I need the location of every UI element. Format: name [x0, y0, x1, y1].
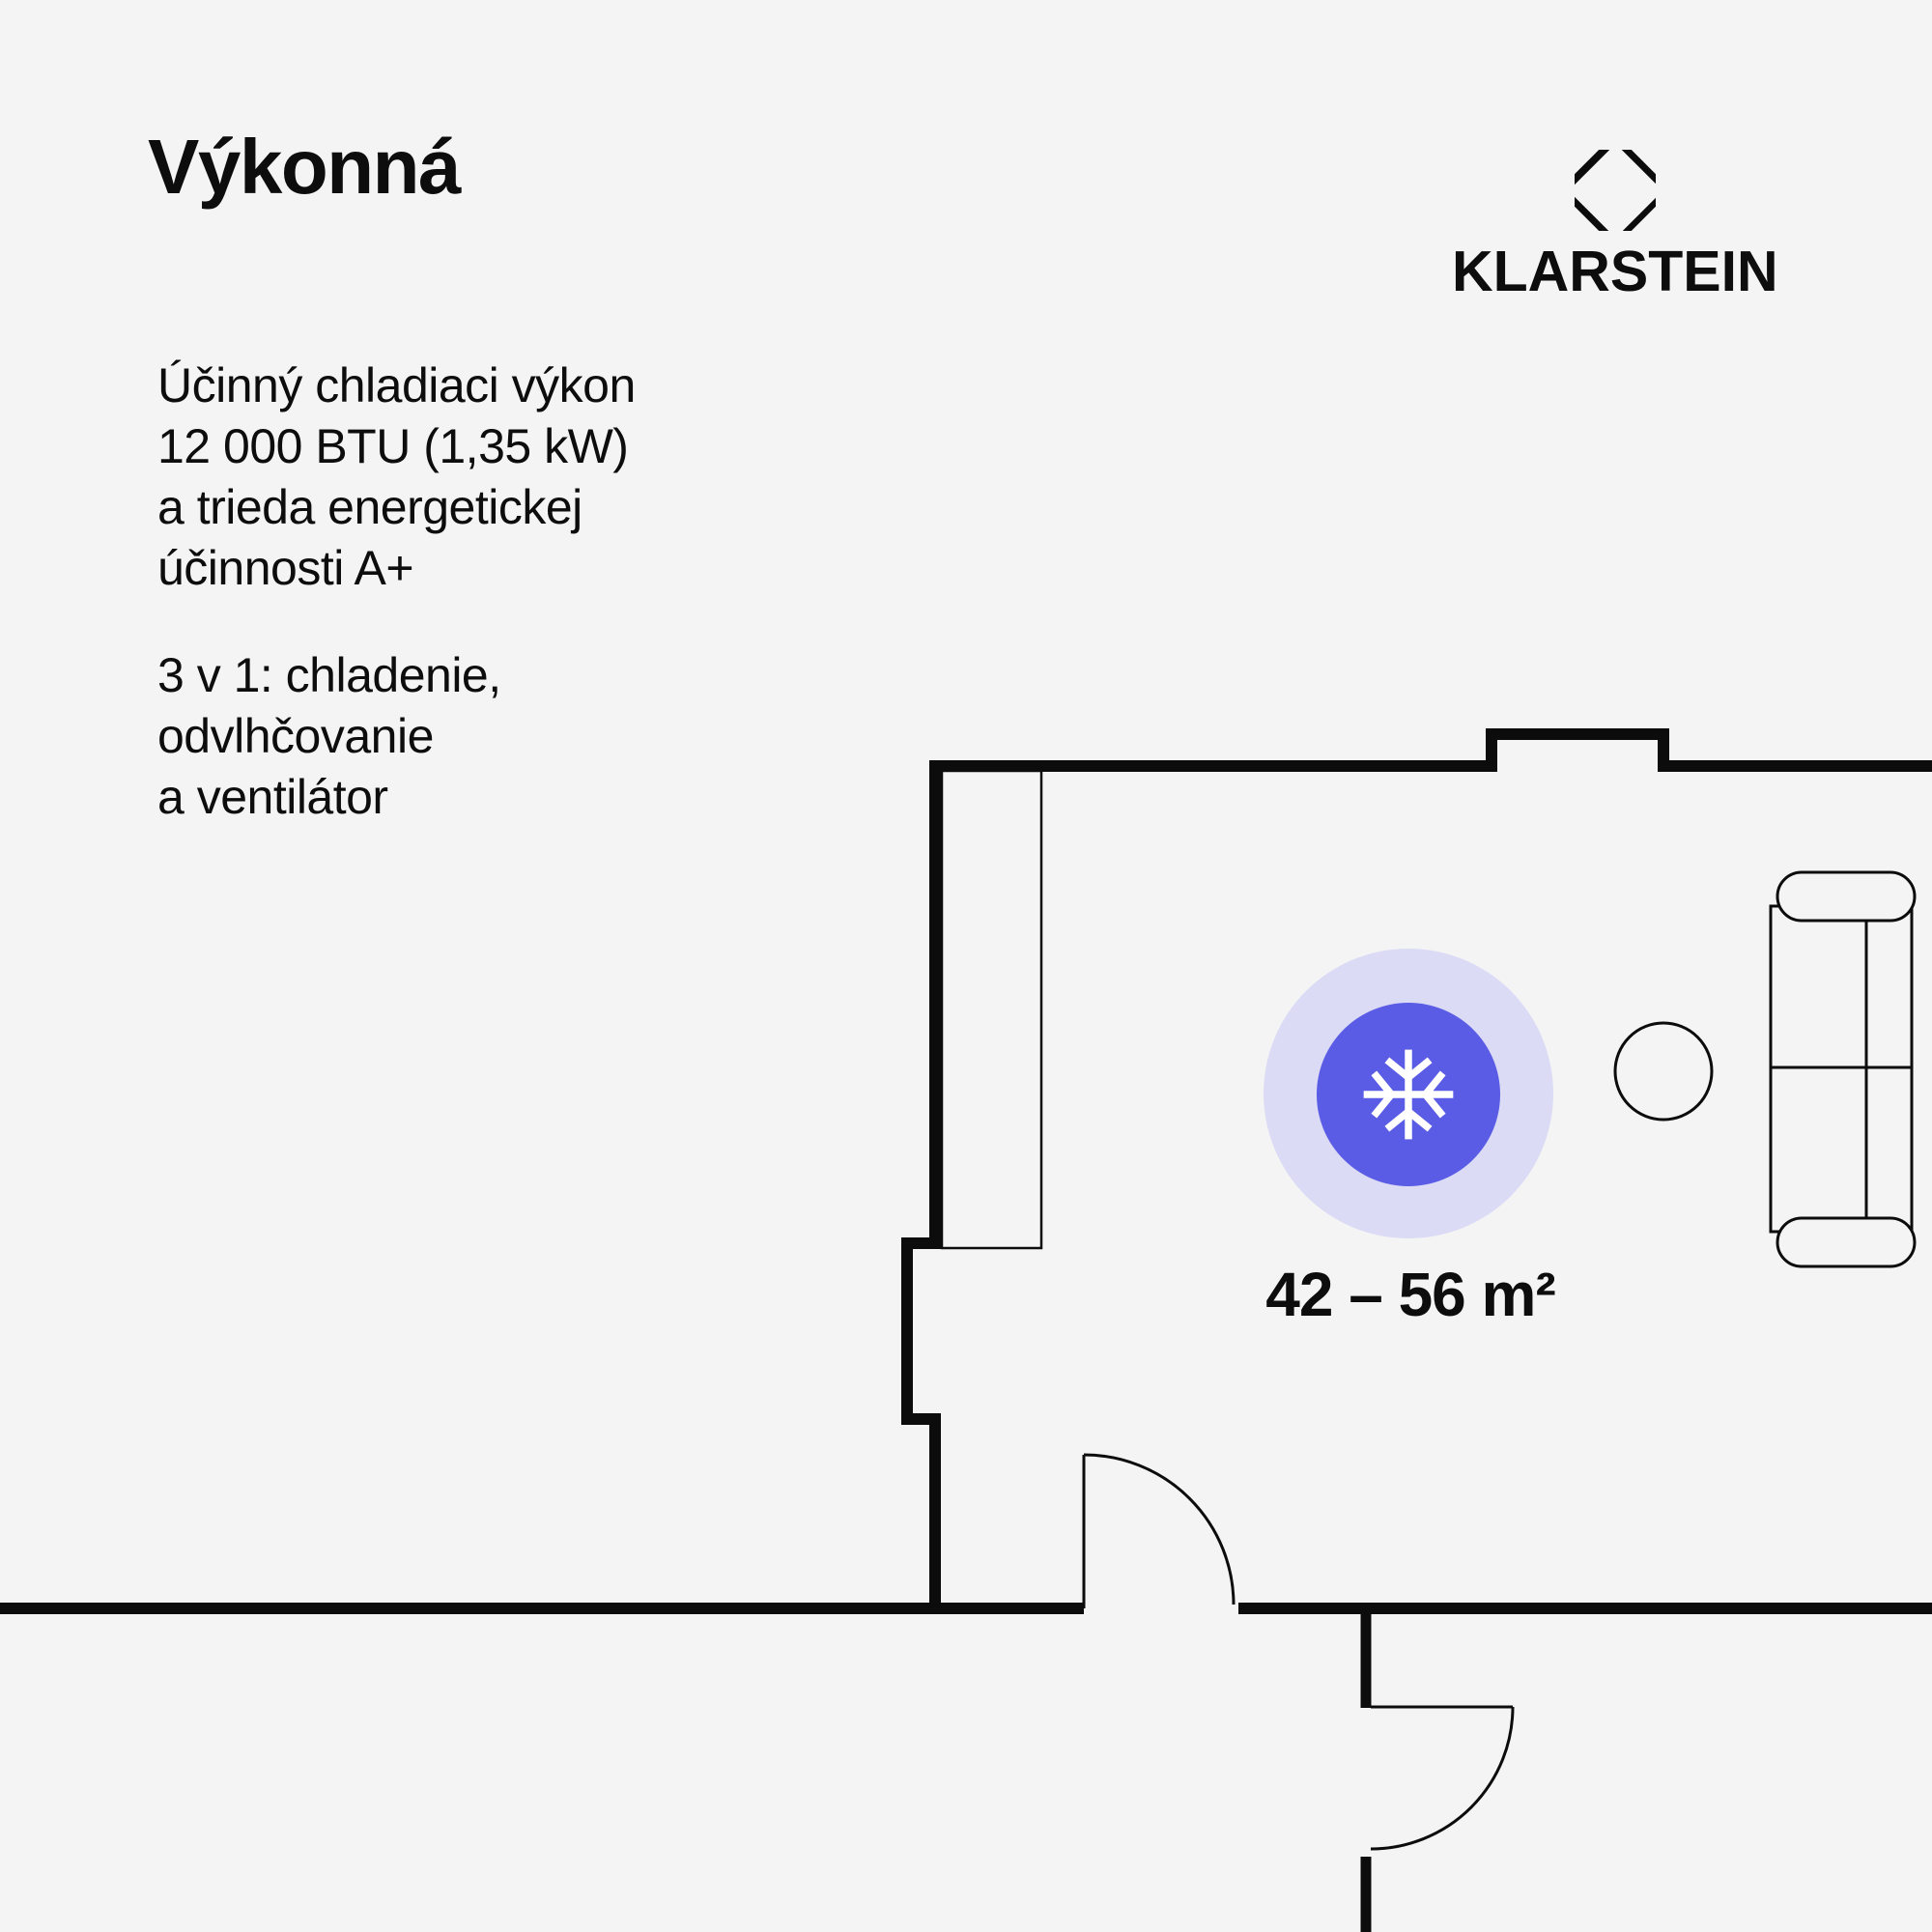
description-line: a trieda energetickej [157, 480, 582, 534]
wall-left-stepped [901, 760, 941, 1614]
sofa-armrest-bottom [1776, 1216, 1917, 1268]
description-line: Účinný chladiaci výkon [157, 358, 636, 412]
cooling-marker [1264, 949, 1553, 1238]
door-swing-arc-bottom [1083, 1453, 1236, 1605]
area-range-label: 42 – 56 m² [1265, 1260, 1556, 1329]
wall-top-with-bay [929, 728, 1932, 772]
features-line: a ventilátor [157, 770, 388, 824]
description-line: účinnosti A+ [157, 541, 414, 595]
brand-wordmark: KLARSTEIN [1452, 240, 1778, 303]
closet-outline [940, 769, 1043, 1250]
features-line: 3 v 1: chladenie, [157, 648, 501, 702]
description-line: 12 000 BTU (1,35 kW) [157, 419, 629, 473]
features-line: odvlhčovanie [157, 709, 434, 763]
page-title: Výkonná [148, 124, 461, 210]
snowflake-icon [1363, 1049, 1454, 1140]
sofa [1769, 870, 1917, 1268]
description-paragraph: Účinný chladiaci výkon 12 000 BTU (1,35 … [157, 355, 636, 599]
klarstein-diamond-icon [1568, 143, 1662, 238]
sofa-armrest-top [1776, 870, 1917, 923]
features-paragraph: 3 v 1: chladenie, odvlhčovanie a ventilá… [157, 645, 501, 828]
side-table [1613, 1021, 1714, 1122]
door-swing-arc-hall [1370, 1706, 1515, 1851]
